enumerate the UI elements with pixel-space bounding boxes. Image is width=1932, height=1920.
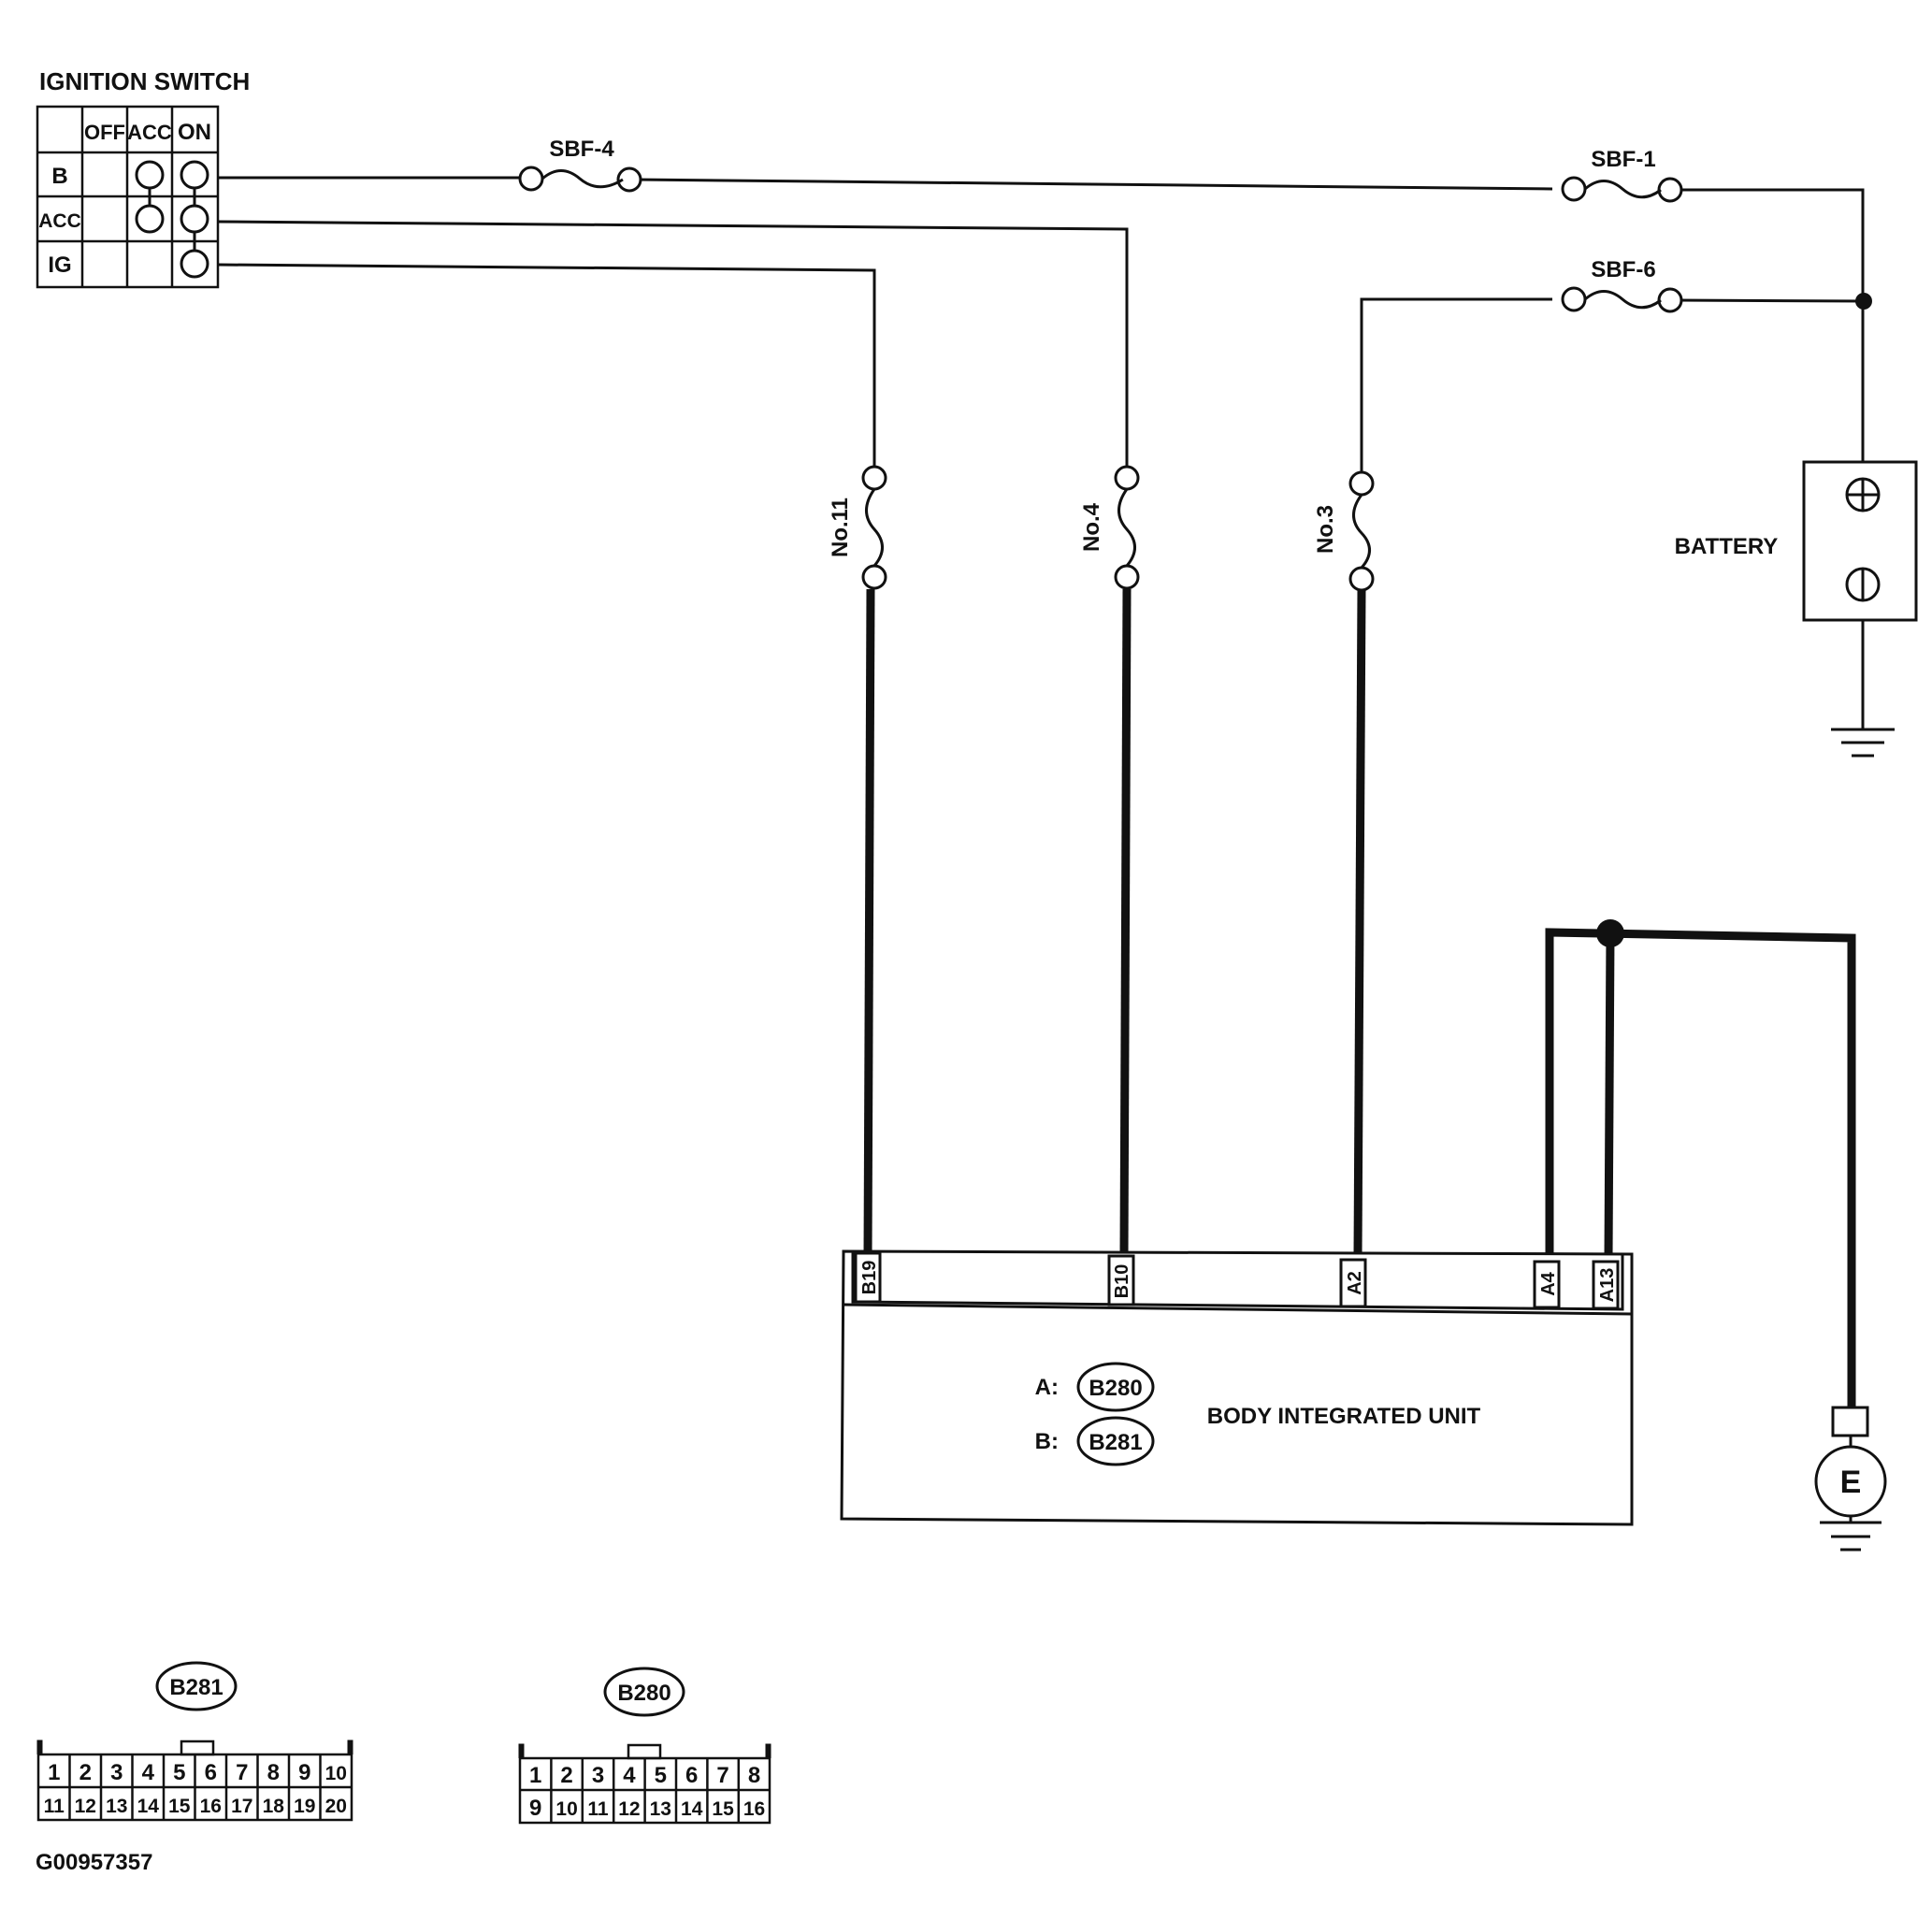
connector-pin-number: 19 — [294, 1796, 315, 1817]
ignition-col-off: OFF — [84, 121, 125, 144]
connector-pin-number: 12 — [618, 1798, 640, 1820]
ignition-contacts — [135, 160, 209, 279]
connector-pin-number: 8 — [267, 1760, 280, 1785]
fuse-no4-label: No.4 — [1079, 502, 1104, 552]
ignition-col-on: ON — [178, 120, 211, 145]
sbf6-label: SBF-6 — [1591, 257, 1655, 282]
wire-a2 — [1353, 589, 1366, 1256]
connector-a-name: B280 — [1089, 1376, 1142, 1401]
connector-pin-number: 5 — [655, 1763, 667, 1788]
connector-pin-number: 4 — [623, 1763, 636, 1788]
connector-pin-number: 10 — [325, 1763, 347, 1784]
figure-code: G00957357 — [36, 1850, 152, 1875]
connector-pin-number: 14 — [137, 1796, 160, 1817]
fuse-no4-icon — [1114, 465, 1140, 590]
connector-pin-number: 15 — [168, 1796, 191, 1817]
sbf1-label: SBF-1 — [1591, 147, 1655, 172]
terminal-a13-box — [1592, 1260, 1620, 1310]
terminal-b19-box — [854, 1251, 882, 1304]
connector-pin-number: 17 — [231, 1796, 252, 1817]
terminal-a4: A4 — [1538, 1271, 1559, 1295]
connector-pin-number: 7 — [236, 1760, 248, 1785]
sbf6-fuse-icon — [1561, 286, 1683, 313]
connector-pin-number: 13 — [106, 1796, 127, 1817]
ignition-row-b: B — [51, 164, 67, 189]
battery-symbol — [1802, 460, 1918, 622]
connector-b280-oval — [603, 1667, 685, 1717]
connector-pin-number: 20 — [325, 1796, 347, 1817]
terminal-a2-box — [1339, 1258, 1367, 1308]
fuse-no3-icon — [1348, 470, 1375, 592]
wire-b10 — [1119, 588, 1132, 1256]
ignition-col-acc: ACC — [127, 121, 172, 144]
wire-b19 — [863, 588, 875, 1256]
terminal-a4-box — [1533, 1260, 1561, 1309]
wire-acc-line — [217, 220, 1129, 467]
connector-pin-number: 5 — [173, 1760, 185, 1785]
connector-pin-number: 6 — [685, 1763, 698, 1788]
connector-pin-number: 4 — [142, 1760, 155, 1785]
connector-pin-number: 9 — [298, 1760, 310, 1785]
ignition-switch-table — [36, 105, 220, 289]
body-unit-label: BODY INTEGRATED UNIT — [1207, 1404, 1481, 1429]
ignition-switch-title: IGNITION SWITCH — [39, 67, 250, 95]
terminal-b19: B19 — [859, 1261, 880, 1295]
connector-b-prefix: B: — [1035, 1429, 1059, 1454]
connector-pin-number: 11 — [44, 1796, 65, 1817]
battery-ground-icon — [1831, 620, 1895, 758]
wire-sbf6-line — [1360, 297, 1865, 484]
connector-b-name: B281 — [1089, 1430, 1142, 1455]
sbf1-fuse-icon — [1561, 176, 1683, 203]
terminal-b10: B10 — [1112, 1264, 1132, 1299]
connector-a-oval — [1076, 1362, 1155, 1412]
connector-pin-number: 1 — [48, 1760, 60, 1785]
connector-pin-number: 10 — [555, 1798, 577, 1820]
connector-pin-number: 9 — [529, 1796, 541, 1821]
connector-pin-number: 15 — [712, 1798, 734, 1820]
connector-b281-name: B281 — [169, 1675, 223, 1700]
battery-label: BATTERY — [1675, 534, 1779, 559]
connector-a-prefix: A: — [1035, 1375, 1059, 1400]
connector-pin-number: 2 — [560, 1763, 572, 1788]
terminal-a2: A2 — [1345, 1271, 1365, 1295]
sbf4-label: SBF-4 — [549, 137, 614, 162]
connector-pin-number: 3 — [592, 1763, 604, 1788]
connector-pin-number: 6 — [205, 1760, 217, 1785]
wire-b-line — [218, 176, 1865, 473]
sbf4-fuse-icon — [518, 166, 642, 193]
connector-pin-number: 18 — [263, 1796, 285, 1817]
connector-pin-number: 1 — [529, 1763, 541, 1788]
battery-junction — [1855, 293, 1872, 310]
connector-pin-number: 8 — [748, 1763, 760, 1788]
connector-pin-number: 2 — [79, 1760, 92, 1785]
terminal-a13: A13 — [1597, 1268, 1618, 1303]
ignition-row-acc: ACC — [38, 210, 81, 232]
connector-pin-number: 11 — [587, 1798, 609, 1820]
wire-ig-line — [217, 263, 876, 467]
ground-e-symbol — [1814, 1406, 1887, 1552]
body-integrated-unit-box — [840, 1249, 1634, 1526]
fuse-no11-icon — [861, 465, 887, 590]
connector-pin-number: 7 — [716, 1763, 728, 1788]
ground-e-label: E — [1840, 1465, 1862, 1500]
fuse-no11-label: No.11 — [828, 498, 853, 557]
connector-pin-number: 14 — [681, 1798, 703, 1820]
connector-pin-number: 16 — [200, 1796, 222, 1817]
connector-pin-number: 3 — [110, 1760, 123, 1785]
connector-pin-number: 13 — [650, 1798, 671, 1820]
fuse-no3-label: No.3 — [1313, 505, 1338, 554]
connector-pin-number: 16 — [743, 1798, 765, 1820]
wire-ground-bus — [1545, 928, 1856, 1415]
ground-junction — [1596, 919, 1624, 947]
connector-b-oval — [1076, 1416, 1155, 1466]
connector-b281-oval — [155, 1661, 238, 1711]
connector-b280-name: B280 — [617, 1681, 670, 1706]
terminal-b10-box — [1107, 1254, 1135, 1306]
ignition-row-ig: IG — [48, 253, 71, 278]
connector-pin-number: 12 — [75, 1796, 96, 1817]
